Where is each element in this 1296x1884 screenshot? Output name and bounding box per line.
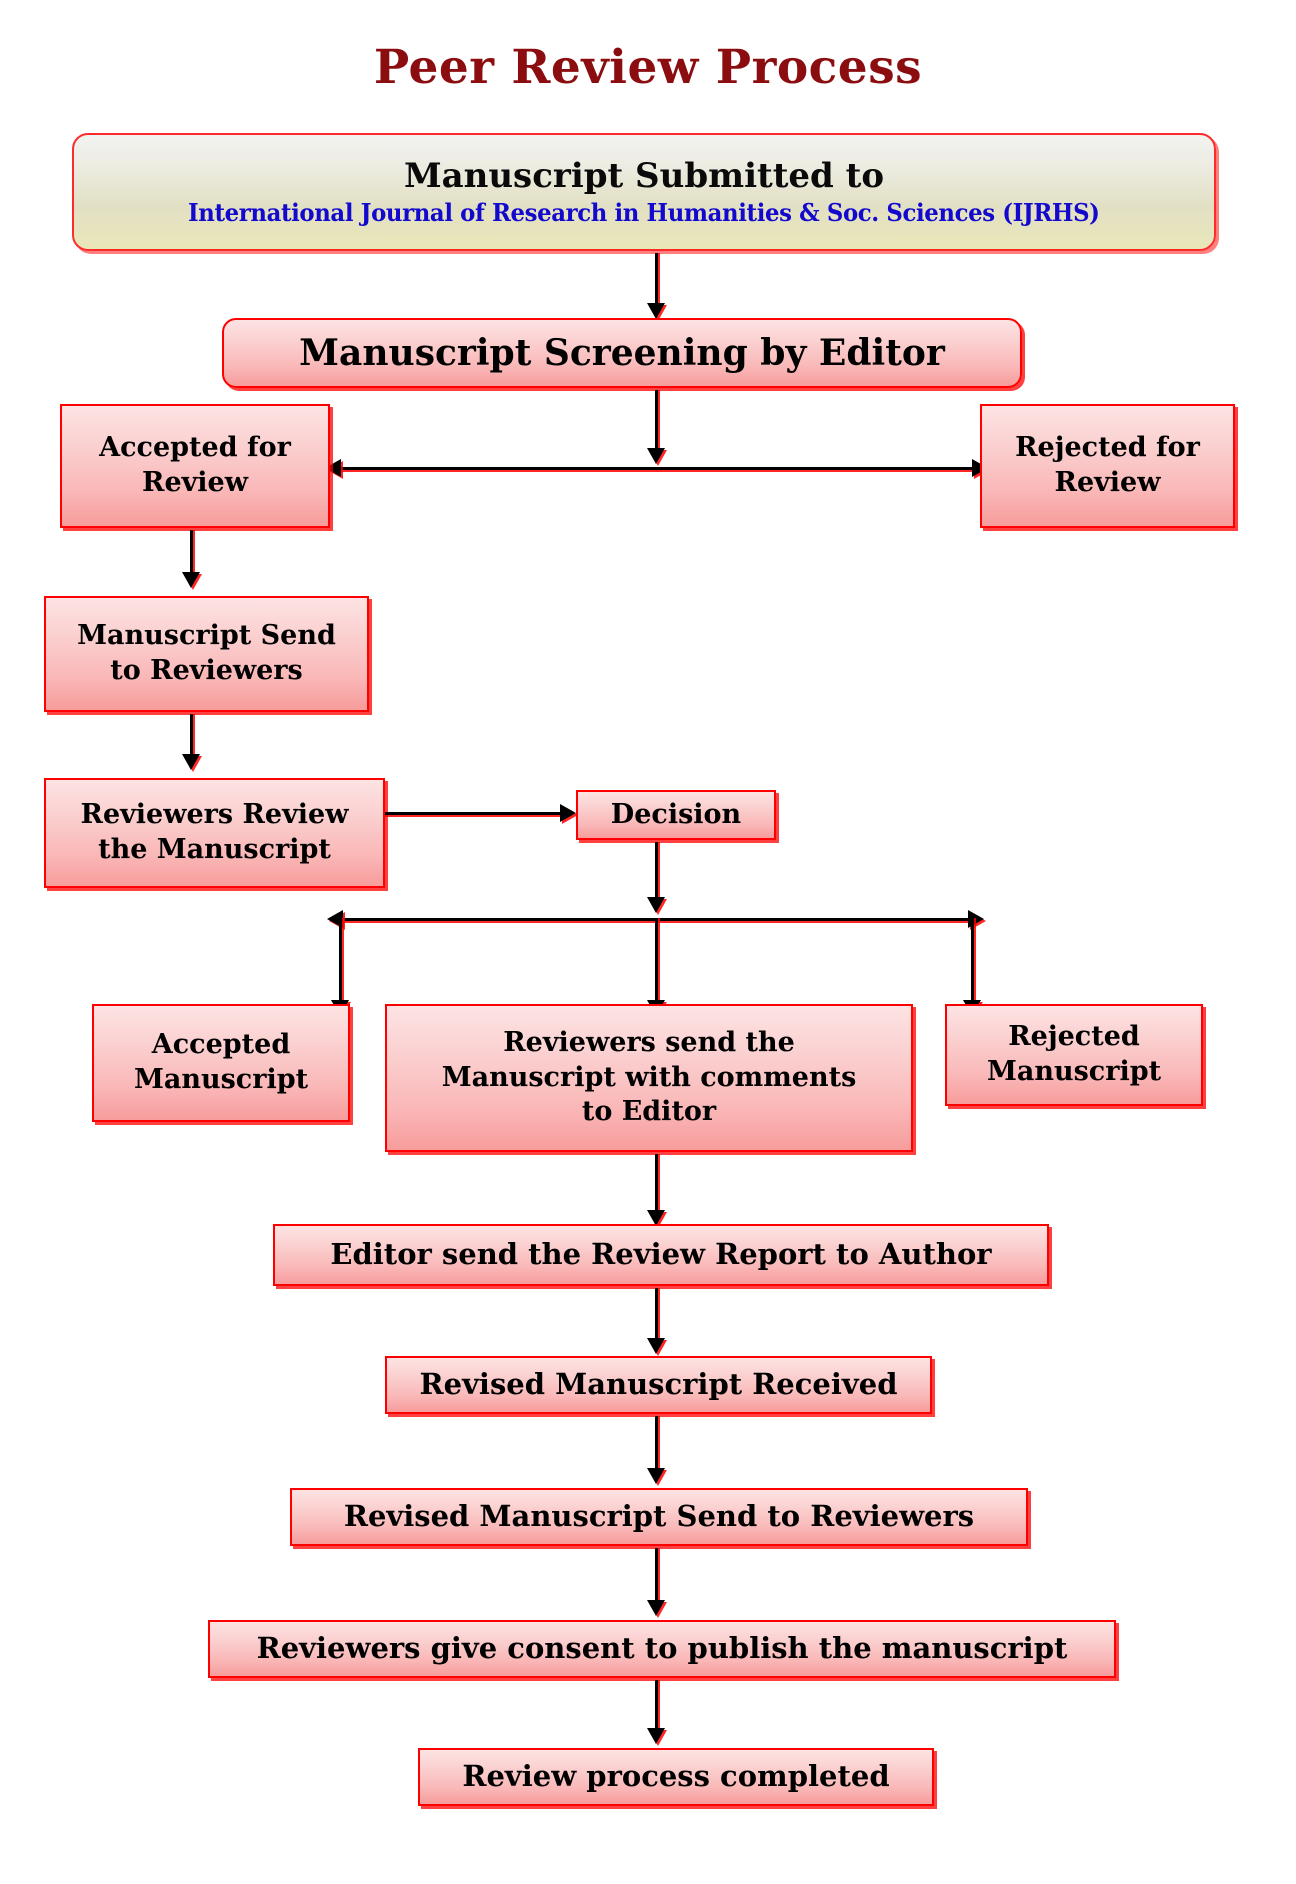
- connector-screening-split: [338, 467, 978, 470]
- arrowhead-review-to-decision: [560, 804, 576, 822]
- node-reviewers-review-line2: the Manuscript: [98, 834, 331, 865]
- node-rejected-for-review[interactable]: Rejected for Review: [980, 404, 1235, 528]
- node-reviewers-give-consent[interactable]: Reviewers give consent to publish the ma…: [208, 1620, 1116, 1678]
- node-rejected-manuscript-line1: Rejected: [1008, 1021, 1140, 1053]
- page-title: Peer Review Process: [373, 40, 923, 95]
- node-reviewers-review-manuscript[interactable]: Reviewers Review the Manuscript: [44, 778, 385, 888]
- connector-decision-middle-branch: [655, 918, 658, 1004]
- node-accepted-manuscript-line2: Manuscript: [133, 1064, 309, 1095]
- arrowhead-submitted-to-screening: [647, 303, 665, 319]
- connector-consent-to-completed: [655, 1680, 658, 1732]
- node-rejected-manuscript-line2: Manuscript: [986, 1056, 1162, 1087]
- connector-decision-left-branch: [339, 918, 342, 1004]
- node-manuscript-submitted-title: Manuscript Submitted to: [403, 155, 885, 196]
- node-decision[interactable]: Decision: [576, 790, 776, 840]
- node-accepted-for-review-line2: Review: [142, 467, 248, 498]
- arrowhead-report-to-revised: [647, 1338, 665, 1354]
- node-manuscript-send-to-reviewers[interactable]: Manuscript Send to Reviewers: [44, 596, 369, 712]
- arrowhead-accepted-to-send: [182, 572, 200, 588]
- connector-report-to-revised: [655, 1288, 658, 1342]
- arrowhead-decision-down: [647, 897, 665, 913]
- connector-submitted-to-screening: [655, 253, 658, 305]
- node-manuscript-send-line1: Manuscript Send: [77, 620, 336, 652]
- node-revised-send-to-reviewers[interactable]: Revised Manuscript Send to Reviewers: [290, 1488, 1028, 1546]
- node-reviewers-send-to-editor[interactable]: Reviewers send the Manuscript with comme…: [385, 1004, 913, 1152]
- arrowhead-screening-down: [647, 448, 665, 464]
- connector-decision-down: [655, 842, 658, 902]
- node-accepted-manuscript-line1: Accepted: [151, 1029, 291, 1061]
- node-manuscript-send-line2: to Reviewers: [110, 655, 303, 686]
- connector-revised-to-send: [655, 1416, 658, 1472]
- node-journal-name: International Journal of Research in Hum…: [188, 197, 1100, 227]
- node-accepted-for-review[interactable]: Accepted for Review: [60, 404, 330, 528]
- node-manuscript-submitted[interactable]: Manuscript Submitted to International Jo…: [72, 133, 1216, 251]
- node-editor-send-report[interactable]: Editor send the Review Report to Author: [273, 1224, 1049, 1286]
- node-reviewers-send-line3: to Editor: [581, 1096, 717, 1128]
- node-reviewers-send-line1: Reviewers send the: [503, 1027, 795, 1059]
- connector-screening-down: [655, 390, 658, 452]
- node-review-process-completed[interactable]: Review process completed: [418, 1748, 934, 1806]
- connector-review-to-decision: [385, 812, 565, 815]
- arrowhead-consent-to-completed: [647, 1728, 665, 1744]
- arrowhead-revised-to-send: [647, 1468, 665, 1484]
- arrowhead-revisedsend-to-consent: [647, 1600, 665, 1616]
- node-rejected-manuscript[interactable]: Rejected Manuscript: [945, 1004, 1203, 1106]
- connector-decision-right-branch: [971, 918, 974, 1004]
- node-accepted-for-review-line1: Accepted for: [99, 432, 291, 464]
- connector-send-to-review: [190, 714, 193, 758]
- node-reviewers-review-line1: Reviewers Review: [80, 799, 349, 831]
- node-revised-manuscript-received[interactable]: Revised Manuscript Received: [385, 1356, 932, 1414]
- node-reviewers-send-line2: Manuscript with comments: [441, 1061, 857, 1093]
- node-accepted-manuscript[interactable]: Accepted Manuscript: [92, 1004, 350, 1122]
- node-rejected-for-review-line1: Rejected for: [1015, 432, 1200, 464]
- connector-revisedsend-to-consent: [655, 1548, 658, 1604]
- node-rejected-for-review-line2: Review: [1054, 467, 1161, 498]
- arrowhead-send-to-report: [647, 1210, 665, 1226]
- connector-accepted-to-send: [190, 530, 193, 576]
- node-manuscript-screening[interactable]: Manuscript Screening by Editor: [222, 318, 1022, 388]
- arrowhead-send-to-review: [182, 754, 200, 770]
- connector-send-to-report: [655, 1154, 658, 1214]
